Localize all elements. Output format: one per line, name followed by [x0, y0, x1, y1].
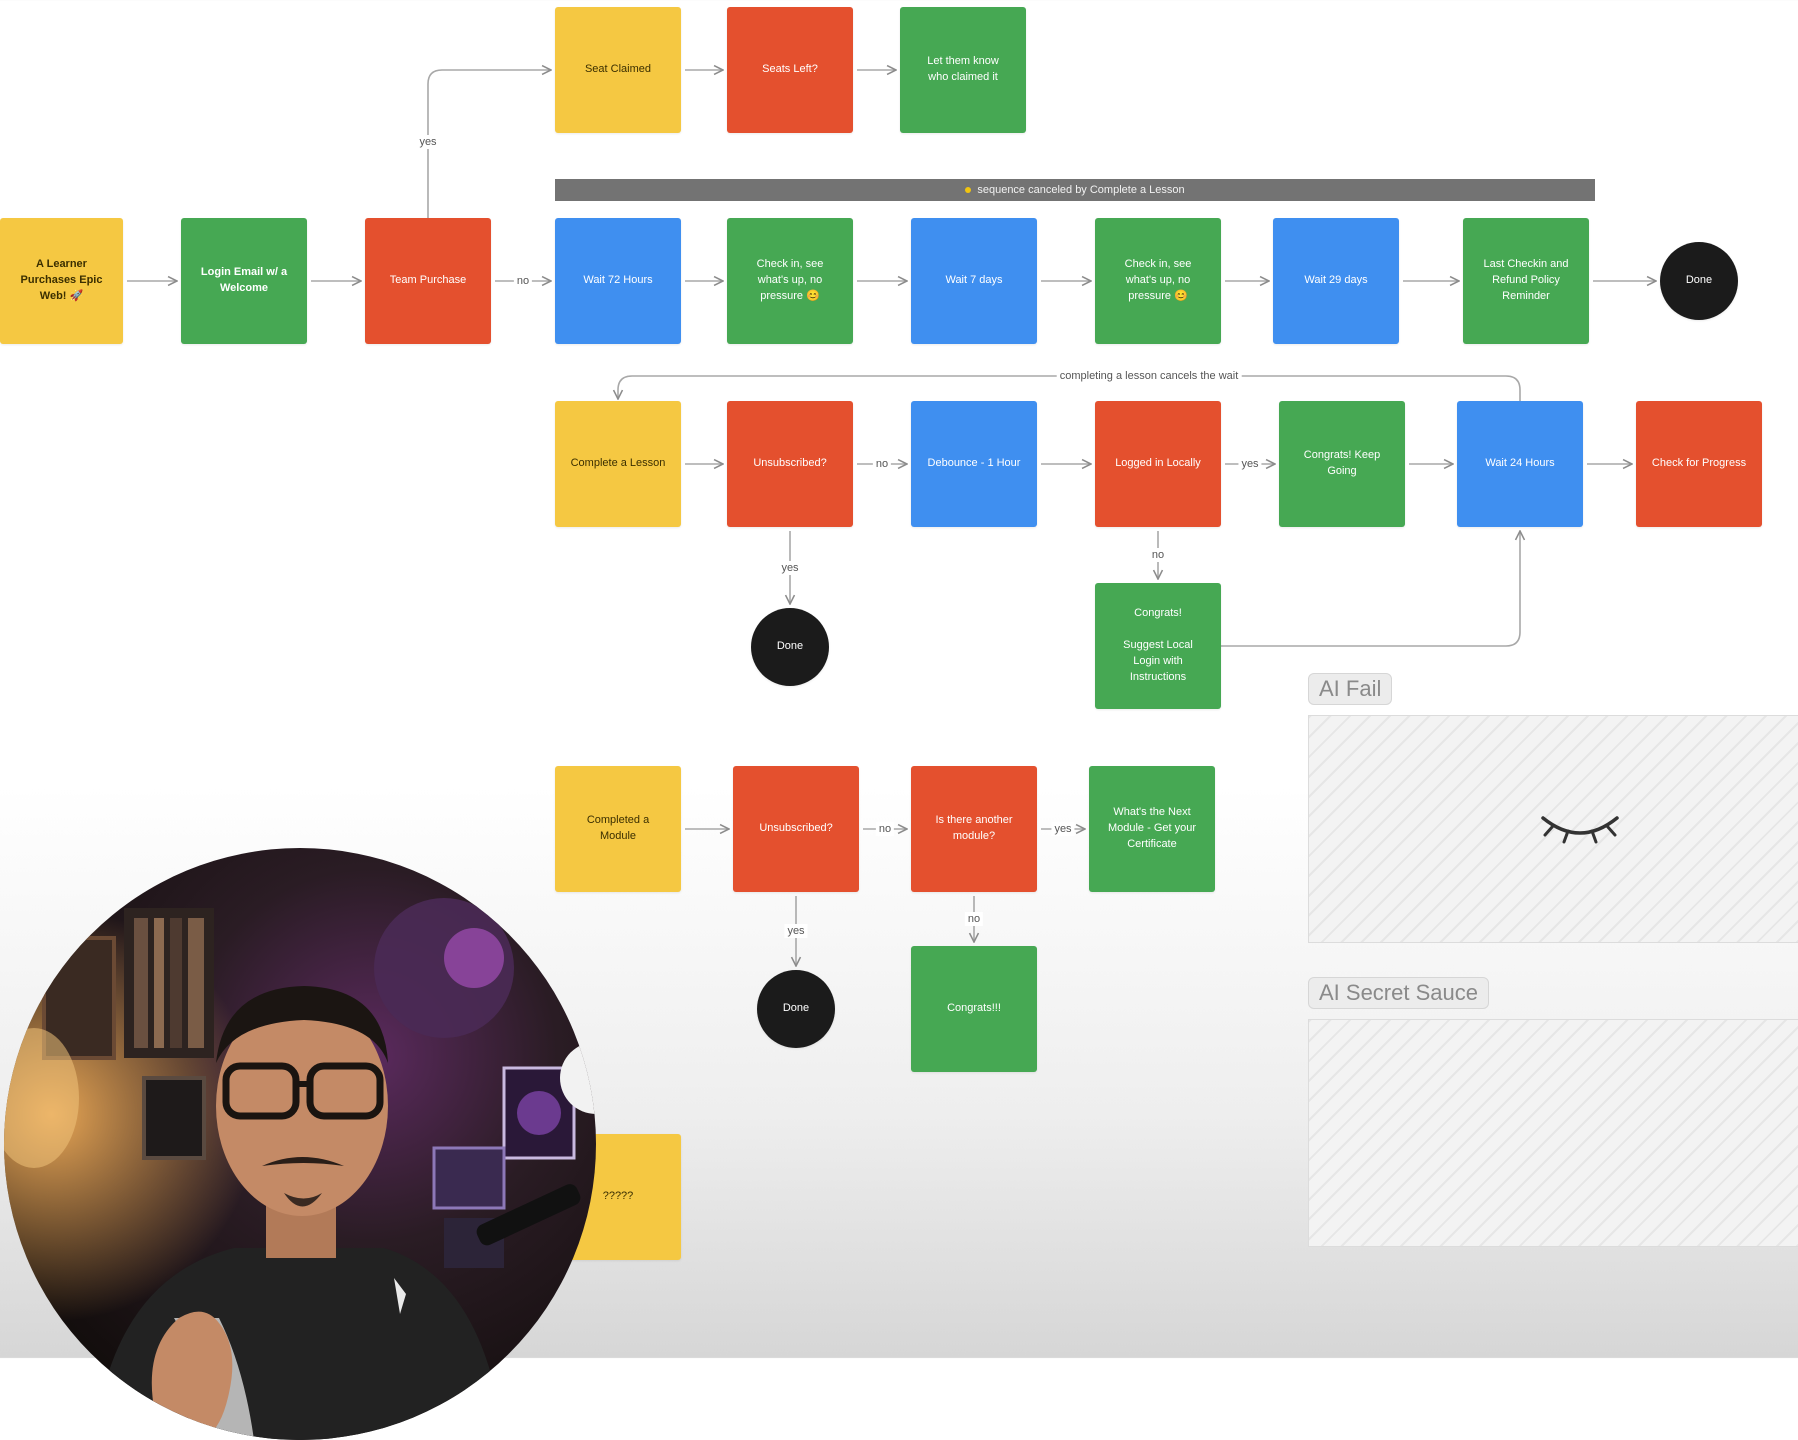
node-wait-7-days[interactable]: Wait 7 days [911, 218, 1037, 344]
node-label: Check for Progress [1651, 457, 1747, 470]
node-complete-a-lesson[interactable]: Complete a Lesson [555, 401, 681, 527]
edge-label: yes [1051, 822, 1075, 836]
edge-label: yes [1238, 457, 1262, 471]
node-label: Seat Claimed [584, 63, 652, 76]
node-label: Done [1685, 274, 1713, 287]
node-completed-a-module[interactable]: Completed a Module [555, 766, 681, 892]
node-label: Login Email w/ a Welcome [200, 266, 288, 294]
node-label: Is there another module? [935, 814, 1013, 842]
node-label: Congrats! Suggest Local Login with Instr… [1123, 607, 1193, 683]
node-label: ????? [602, 1190, 634, 1203]
node-label: Team Purchase [389, 274, 467, 287]
node-label: Unsubscribed? [759, 822, 833, 835]
ai-fail-tag: AI Fail [1308, 673, 1393, 705]
node-team-purchase[interactable]: Team Purchase [365, 218, 491, 344]
node-label: Let them know who claimed it [927, 55, 999, 83]
cancel-banner-text: sequence canceled by Complete a Lesson [977, 184, 1185, 196]
node-label: Seats Left? [762, 63, 818, 76]
node-done-main[interactable]: Done [1660, 242, 1738, 320]
node-label: What's the Next Module - Get your Certif… [1107, 806, 1197, 850]
node-wait-72-hours[interactable]: Wait 72 Hours [555, 218, 681, 344]
node-label: Wait 72 Hours [583, 274, 653, 287]
node-wait-29-days[interactable]: Wait 29 days [1273, 218, 1399, 344]
node-login-email[interactable]: Login Email w/ a Welcome [181, 218, 307, 344]
node-last-checkin[interactable]: Last Checkin and Refund Policy Reminder [1463, 218, 1589, 344]
edge-label: no [513, 274, 533, 288]
ai-secret-sauce-panel[interactable] [1308, 1019, 1798, 1247]
edge-congrats_suggest-to-wait_24 [1221, 531, 1520, 647]
node-unsubscribed-lesson[interactable]: Unsubscribed? [727, 401, 853, 527]
flowchart-canvas[interactable]: sequence canceled by Complete a Lesson S… [0, 0, 1798, 1358]
node-label: Unsubscribed? [753, 457, 827, 470]
cancel-sequence-banner: sequence canceled by Complete a Lesson [555, 179, 1595, 201]
edge-label: no [964, 912, 984, 926]
node-done-unsubscribed[interactable]: Done [751, 608, 829, 686]
node-label: Completed a Module [586, 814, 650, 842]
node-label: Check in, see what's up, no pressure 😊 [1124, 258, 1192, 302]
node-unsubscribed-module[interactable]: Unsubscribed? [733, 766, 859, 892]
edge-label: no [1148, 548, 1168, 562]
closed-eye-icon [1541, 816, 1619, 844]
node-label: Wait 7 days [945, 274, 1003, 287]
node-label: Debounce - 1 Hour [927, 457, 1021, 470]
node-check-in-2[interactable]: Check in, see what's up, no pressure 😊 [1095, 218, 1221, 344]
node-let-them-know[interactable]: Let them know who claimed it [900, 7, 1026, 133]
node-wait-24-hours[interactable]: Wait 24 Hours [1457, 401, 1583, 527]
node-congrats-final[interactable]: Congrats!!! [911, 946, 1037, 1072]
node-label: A Learner Purchases Epic Web! 🚀 [20, 258, 103, 302]
node-congrats-suggest-login[interactable]: Congrats! Suggest Local Login with Instr… [1095, 583, 1221, 709]
presenter-webcam-image [4, 848, 596, 1440]
edge-label: completing a lesson cancels the wait [1056, 369, 1242, 383]
edge-label: yes [778, 560, 802, 575]
ai-secret-sauce-tag: AI Secret Sauce [1308, 977, 1489, 1009]
node-label: Congrats!!! [947, 1002, 1001, 1015]
edge-label: yes [784, 924, 808, 938]
ai-fail-panel[interactable] [1308, 715, 1798, 943]
node-check-for-progress[interactable]: Check for Progress [1636, 401, 1762, 527]
presenter-webcam [4, 848, 596, 1440]
node-logged-in-locally[interactable]: Logged in Locally [1095, 401, 1221, 527]
node-debounce[interactable]: Debounce - 1 Hour [911, 401, 1037, 527]
edge-label: yes [416, 135, 440, 149]
node-another-module[interactable]: Is there another module? [911, 766, 1037, 892]
node-done-module[interactable]: Done [757, 970, 835, 1048]
node-learner-purchases[interactable]: A Learner Purchases Epic Web! 🚀 [0, 218, 123, 344]
node-seats-left[interactable]: Seats Left? [727, 7, 853, 133]
node-congrats-keep-going[interactable]: Congrats! Keep Going [1279, 401, 1405, 527]
node-label: Check in, see what's up, no pressure 😊 [756, 258, 824, 302]
node-label: Wait 24 Hours [1485, 457, 1555, 470]
node-label: Wait 29 days [1304, 274, 1368, 287]
node-label: Congrats! Keep Going [1303, 449, 1381, 477]
node-label: Complete a Lesson [570, 457, 666, 470]
node-check-in-1[interactable]: Check in, see what's up, no pressure 😊 [727, 218, 853, 344]
edge-team_purchase-to-seat_claimed [427, 70, 551, 218]
warning-dot-icon [965, 187, 972, 193]
node-label: Last Checkin and Refund Policy Reminder [1483, 258, 1569, 302]
node-next-module[interactable]: What's the Next Module - Get your Certif… [1089, 766, 1215, 892]
node-label: Logged in Locally [1115, 457, 1201, 470]
node-label: Done [782, 1002, 810, 1015]
edge-label: no [875, 822, 895, 836]
edge-label: no [872, 457, 892, 471]
node-label: Done [776, 640, 804, 653]
node-seat-claimed[interactable]: Seat Claimed [555, 7, 681, 133]
